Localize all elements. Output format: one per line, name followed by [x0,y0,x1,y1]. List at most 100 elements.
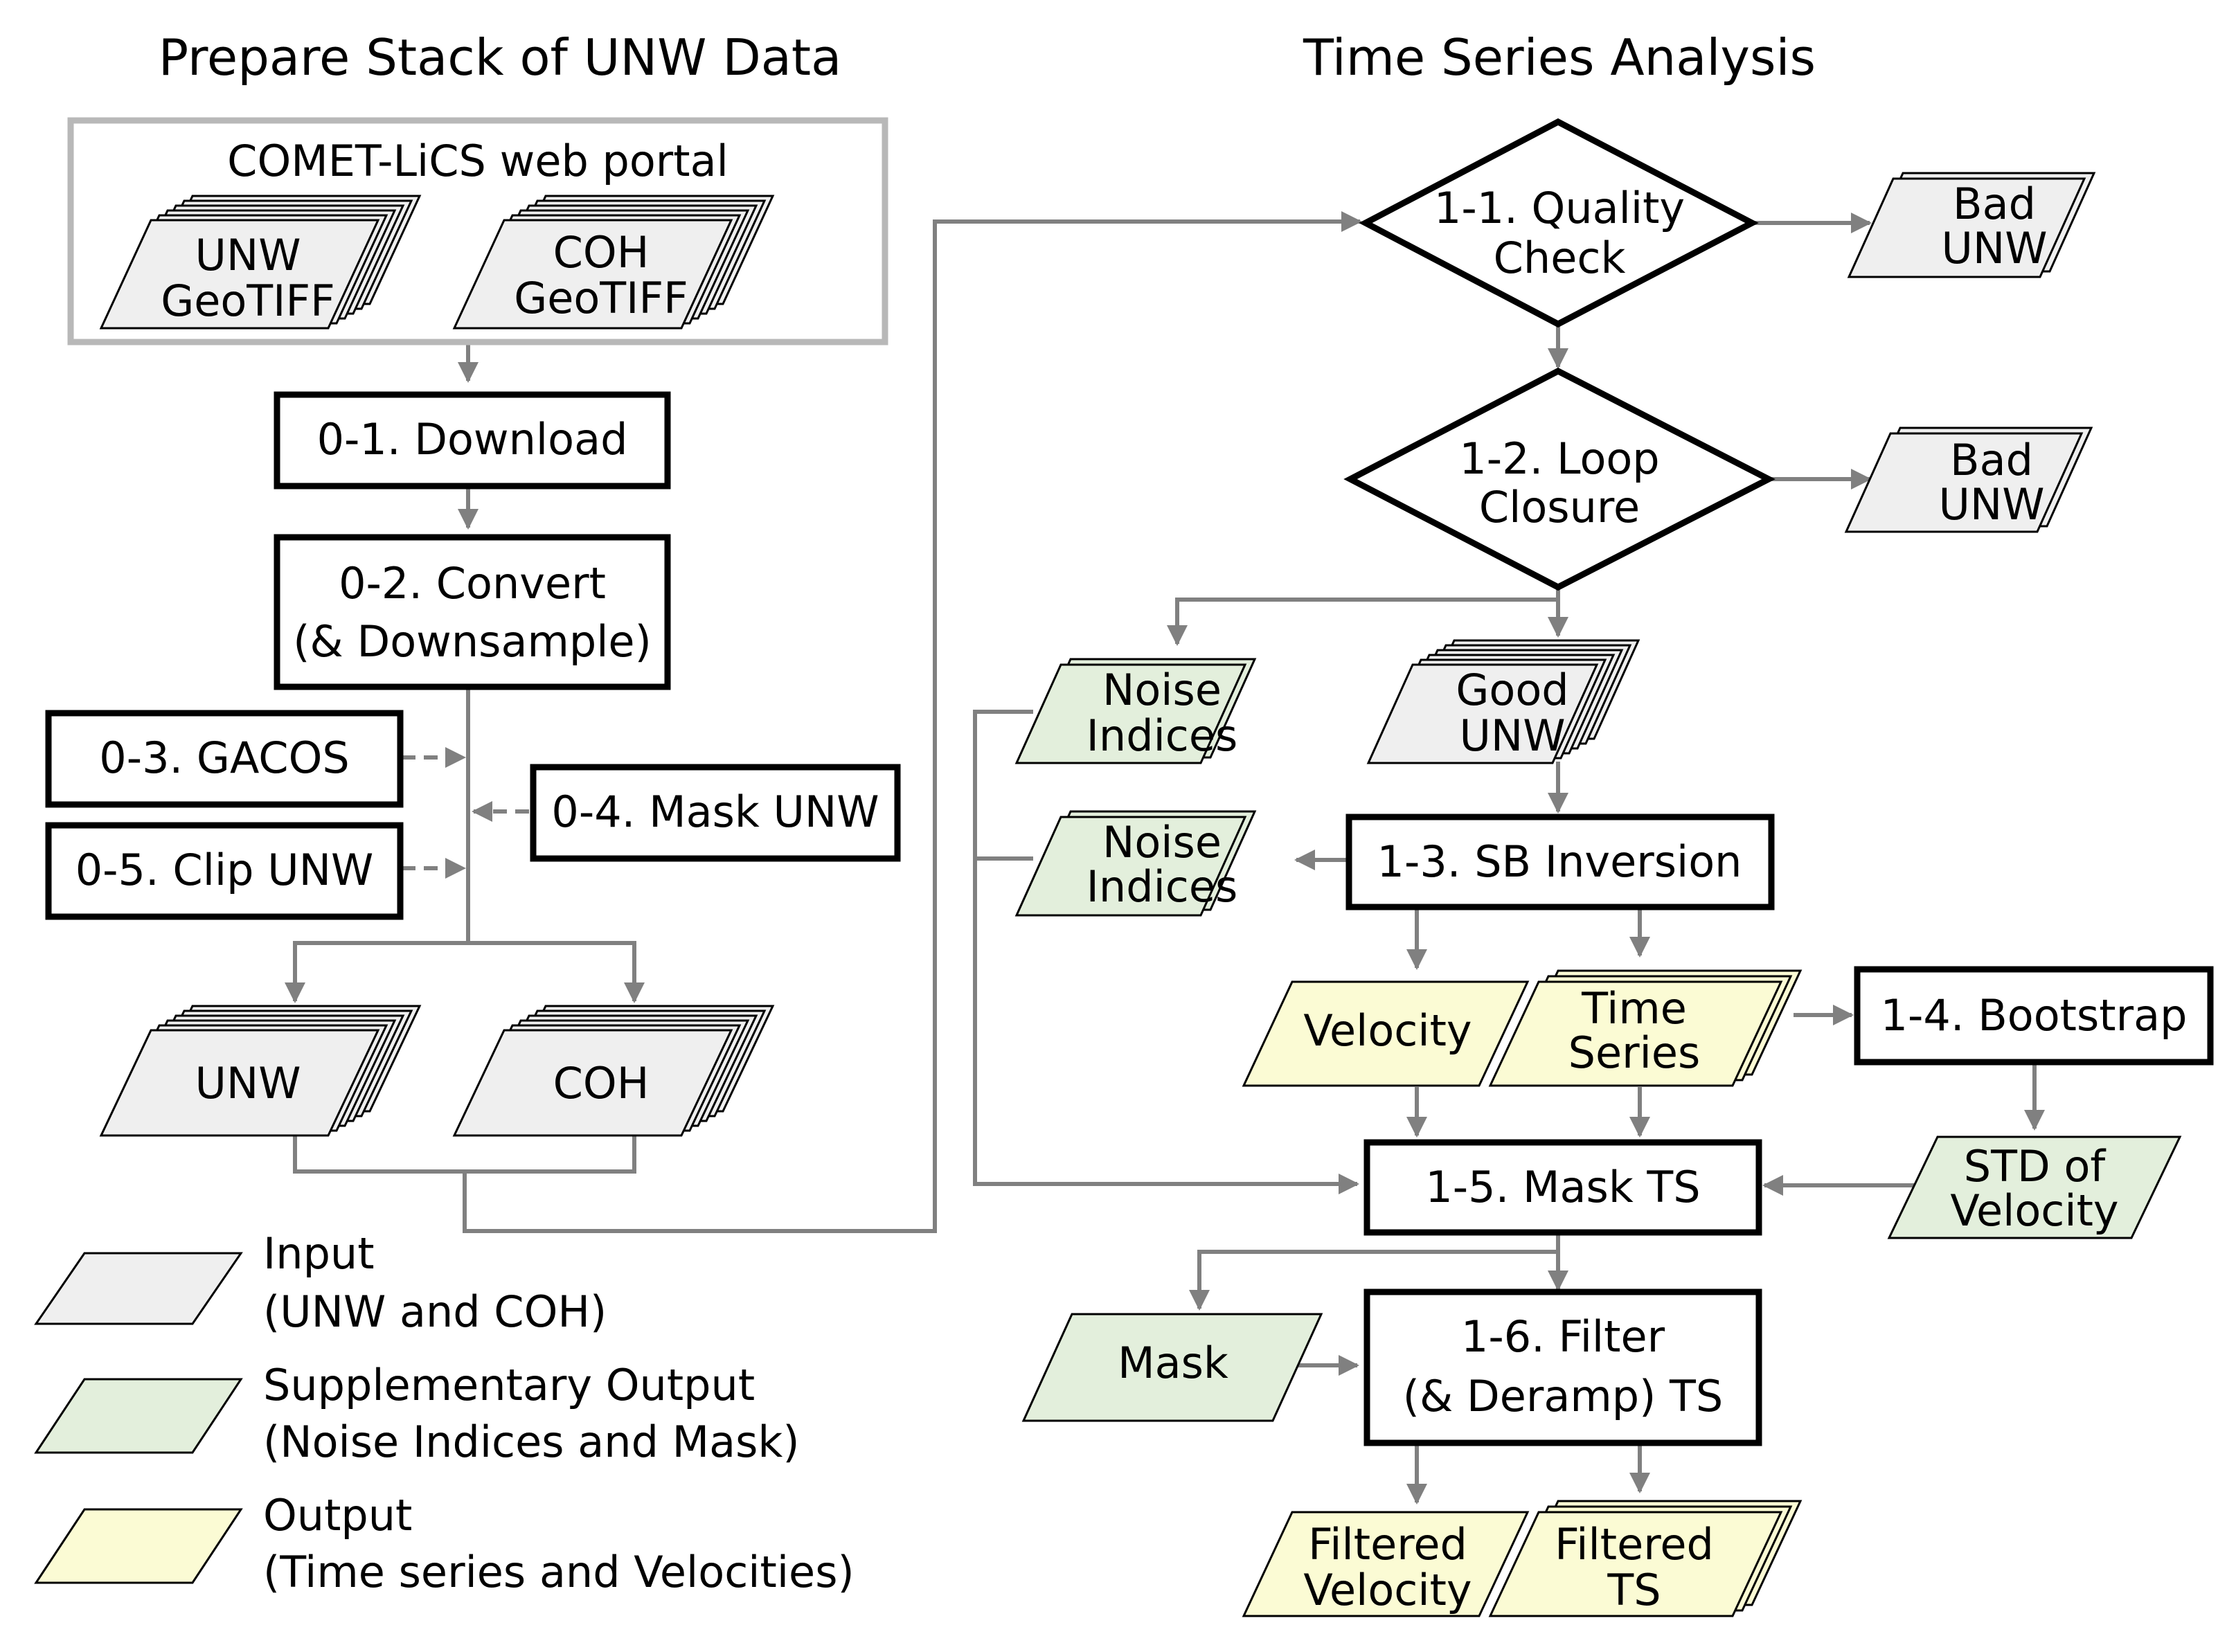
noise-indices-output-2 [1014,810,1257,917]
step-0-4-mask-unw [530,764,901,862]
noise-indices-1-line1: Noise [1102,665,1222,715]
coh-stack [452,1005,775,1137]
parallelogram-sheet [1014,816,1247,917]
step-1-5-label: 1-5. Mask TS [1425,1162,1700,1212]
step-1-6-filter-ts [1363,1289,1762,1446]
step-1-5-mask-ts [1363,1139,1762,1236]
good-unw-stack [1366,639,1640,764]
step-0-2-label-line2: (& Downsample) [293,616,652,667]
step-0-1-label: 0-1. Download [317,414,628,465]
unw-stack-label: UNW [195,1058,301,1108]
coh-geotiff-stack [452,195,775,330]
step-1-6-label-line1: 1-6. Filter [1461,1311,1665,1362]
step-1-4-bootstrap [1854,966,2214,1066]
parallelogram-sheet [1242,980,1530,1087]
parallelogram-sheet [34,1378,243,1454]
good-unw-line1: Good [1456,665,1568,715]
step-0-3-gacos [45,710,404,808]
parallelogram-sheet [99,219,380,330]
step-0-2-convert [274,534,671,690]
std-of-velocity-line1: STD of [1964,1141,2107,1192]
mask-label: Mask [1118,1338,1228,1388]
edge-noise-indices-to-mask-ts [973,710,1359,1194]
bad-unw-1-line2: UNW [1941,223,2047,273]
unw-geotiff-label-line1: UNW [195,230,301,280]
bad-unw-output-2 [1844,427,2093,533]
edge-merge-stacks [293,1134,636,1174]
std-of-velocity-line2: Velocity [1950,1185,2118,1236]
step-1-4-label: 1-4. Bootstrap [1881,990,2188,1041]
decision-1-1-quality-check [1359,118,1759,328]
edge-mask-ts-to-mask [1189,1250,1558,1311]
mask-output [1021,1313,1323,1422]
noise-indices-1-line2: Indices [1086,710,1238,761]
legend-output-swatch [34,1508,243,1584]
edge-split-branches [293,941,636,1001]
portal-title: COMET-LiCS web portal [227,136,728,186]
unw-stack [99,1005,422,1137]
velocity-label: Velocity [1303,1005,1472,1056]
filtered-velocity-line2: Velocity [1303,1565,1472,1615]
unw-geotiff-stack [99,195,422,330]
parallelogram-sheet [1887,1135,2182,1239]
parallelogram-sheet [1014,663,1247,764]
noise-indices-output-1 [1014,658,1257,764]
step-0-3-label: 0-3. GACOS [99,733,350,783]
parallelogram-sheet [99,1029,380,1137]
time-series-line1: Time [1581,983,1687,1034]
legend-input-title: Input [263,1228,375,1279]
time-series-line2: Series [1568,1027,1701,1078]
bad-unw-2-line1: Bad [1950,435,2033,485]
velocity-output [1242,980,1530,1087]
heading-prepare-stack: Prepare Stack of UNW Data [159,28,842,87]
legend-supplementary-swatch [34,1378,243,1454]
std-of-velocity-output [1887,1135,2182,1239]
step-1-3-label: 1-3. SB Inversion [1377,836,1742,887]
good-unw-line2: UNW [1459,710,1565,761]
coh-geotiff-label-line1: COH [553,227,650,278]
decision-1-1-label-line1: 1-1. Quality [1434,183,1685,233]
heading-time-series-analysis: Time Series Analysis [1303,28,1816,87]
step-0-4-label: 0-4. Mask UNW [551,787,879,837]
parallelogram-sheet [1242,1511,1530,1617]
legend-supplementary-subtitle: (Noise Indices and Mask) [263,1417,800,1467]
decision-1-2-label-line2: Closure [1479,482,1640,532]
legend-output-subtitle: (Time series and Velocities) [263,1547,855,1597]
unw-geotiff-label-line2: GeoTIFF [161,276,335,326]
edge-loop-to-noise-indices [1167,598,1558,646]
parallelogram-sheet [1021,1313,1323,1422]
legend: Input (UNW and COH) Supplementary Output… [34,1228,855,1597]
edge-stacks-to-quality-check [463,211,1362,1233]
step-0-5-label: 0-5. Clip UNW [75,845,374,895]
bad-unw-output-1 [1847,172,2096,278]
parallelogram-sheet [1488,980,1783,1087]
time-series-stack [1488,969,1803,1087]
step-1-3-sb-inversion [1345,814,1775,910]
filtered-ts-line2: TS [1607,1565,1661,1615]
bad-unw-1-line1: Bad [1953,179,2036,229]
noise-indices-2-line2: Indices [1086,861,1238,912]
noise-indices-2-line1: Noise [1102,817,1222,868]
legend-output-title: Output [263,1490,412,1541]
parallelogram-sheet [452,219,733,330]
parallelogram-sheet [1847,177,2086,278]
step-1-6-label-line2: (& Deramp) TS [1403,1371,1724,1421]
decision-1-2-loop-closure [1343,367,1776,591]
parallelogram-sheet [34,1508,243,1584]
connectors [285,211,2045,1505]
decision-1-1-label-line2: Check [1494,233,1626,283]
bad-unw-2-line2: UNW [1938,479,2044,530]
parallelogram-sheet [34,1252,243,1325]
step-0-1-download [274,391,671,490]
step-0-5-clip-unw [45,822,404,920]
filtered-velocity-line1: Filtered [1308,1519,1467,1570]
parallelogram-sheet [1844,432,2084,533]
parallelogram-sheet [1488,1511,1783,1617]
filtered-ts-stack [1488,1500,1803,1617]
step-0-2-label-line1: 0-2. Convert [339,558,606,609]
filtered-ts-line1: Filtered [1555,1519,1714,1570]
filtered-velocity-output [1242,1511,1530,1617]
legend-supplementary-title: Supplementary Output [263,1360,755,1410]
decision-1-2-label-line1: 1-2. Loop [1459,433,1659,484]
